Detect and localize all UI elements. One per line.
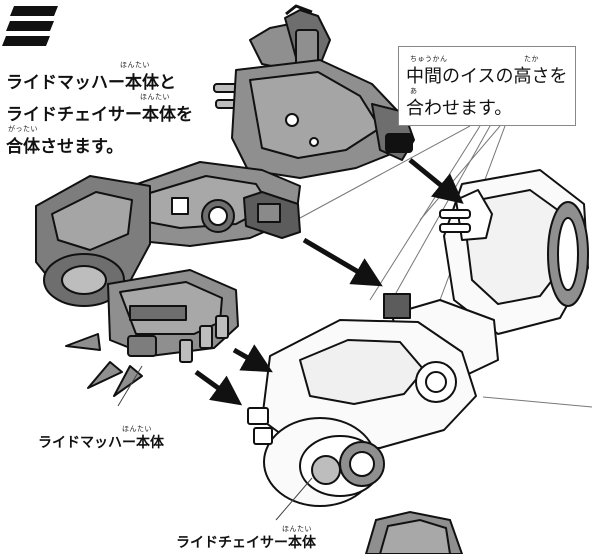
arrow-top xyxy=(408,158,464,204)
step-marker-icon xyxy=(2,6,58,46)
intro-line3-ruby: がったい xyxy=(8,125,38,133)
intro-line3: 合体させます。 xyxy=(6,137,124,157)
next-part-preview xyxy=(364,510,464,554)
arrow-lower xyxy=(232,344,273,373)
intro-line1: ライドマッハー本体と xyxy=(6,73,176,93)
callout-line1-ruby-a: ちゅうかん xyxy=(410,55,448,63)
label-ride-chaser: ライドチェイサー本体 xyxy=(176,535,316,551)
callout-box xyxy=(398,46,576,126)
callout-line1-ruby-b: たか xyxy=(524,55,539,63)
ride-macher-rear-module xyxy=(65,269,239,397)
callout-line2: 合わせます。 xyxy=(406,98,513,119)
label-machine2-ruby: ほんたい xyxy=(282,525,312,533)
assembly-arrows xyxy=(194,158,464,406)
label-leaders xyxy=(117,365,313,521)
callout-line1: 中間のイスの高さを xyxy=(406,66,568,87)
arrow-mid xyxy=(302,237,383,287)
intro-line1-ruby: ほんたい xyxy=(120,61,150,69)
ride-macher-body xyxy=(35,4,415,307)
ride-chaser-body xyxy=(247,169,589,507)
label-machine1-ruby: ほんたい xyxy=(122,425,152,433)
label-ride-macher: ライドマッハー本体 xyxy=(38,435,164,451)
arrow-bottom xyxy=(194,369,243,406)
intro-line2-ruby: ほんたい xyxy=(140,93,170,101)
callout-line2-ruby: あ xyxy=(410,87,418,95)
intro-line2: ライドチェイサー本体を xyxy=(6,105,193,125)
